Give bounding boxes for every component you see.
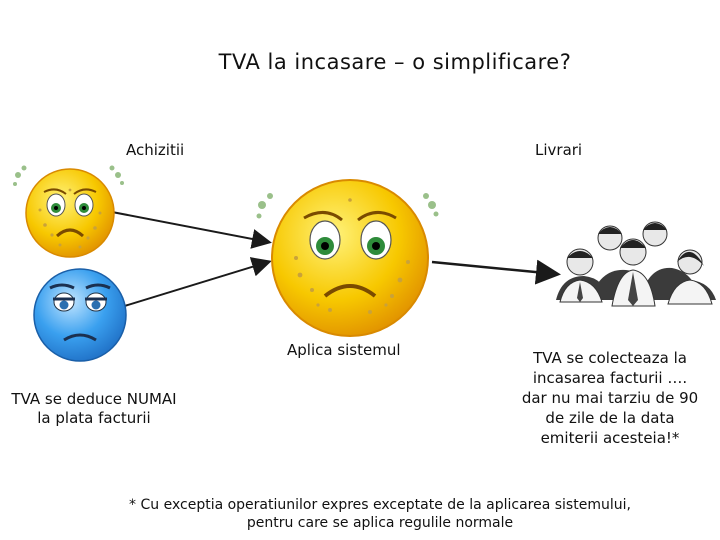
tired-blue-face-icon	[33, 268, 127, 362]
right-note-line: incasarea facturii ….	[532, 369, 688, 387]
group-of-people-icon	[556, 221, 716, 307]
right-note: TVA se colecteaza la incasarea facturii …	[505, 348, 715, 448]
arrow-center-to-livrari	[431, 259, 561, 285]
footnote-line: * Cu exceptia operatiunilor expres excep…	[129, 497, 631, 513]
label-livrari: Livrari	[535, 141, 583, 159]
page-title: TVA la incasare – o simplificare?	[218, 50, 572, 74]
left-note: TVA se deduce NUMAI la plata facturii	[4, 390, 184, 428]
label-aplica-sistemul: Aplica sistemul	[287, 341, 401, 359]
left-note-line: la plata facturii	[37, 409, 151, 427]
right-note-line: TVA se colecteaza la	[533, 349, 687, 367]
label-achizitii: Achizitii	[126, 141, 185, 159]
right-note-line: dar nu mai tarziu de 90	[521, 389, 699, 407]
sick-face-small-icon	[13, 165, 124, 258]
right-note-line: de zile de la data	[545, 409, 675, 427]
footnote-line: pentru care se aplica regulile normale	[246, 515, 514, 531]
arrow-achizitii-to-center	[111, 211, 272, 249]
left-note-line: TVA se deduce NUMAI	[11, 390, 177, 408]
footnote: * Cu exceptia operatiunilor expres excep…	[80, 496, 680, 532]
arrow-blue-to-center	[117, 257, 272, 309]
sick-face-large-icon	[256, 179, 439, 337]
right-note-line: emiterii acesteia!*	[540, 429, 680, 447]
